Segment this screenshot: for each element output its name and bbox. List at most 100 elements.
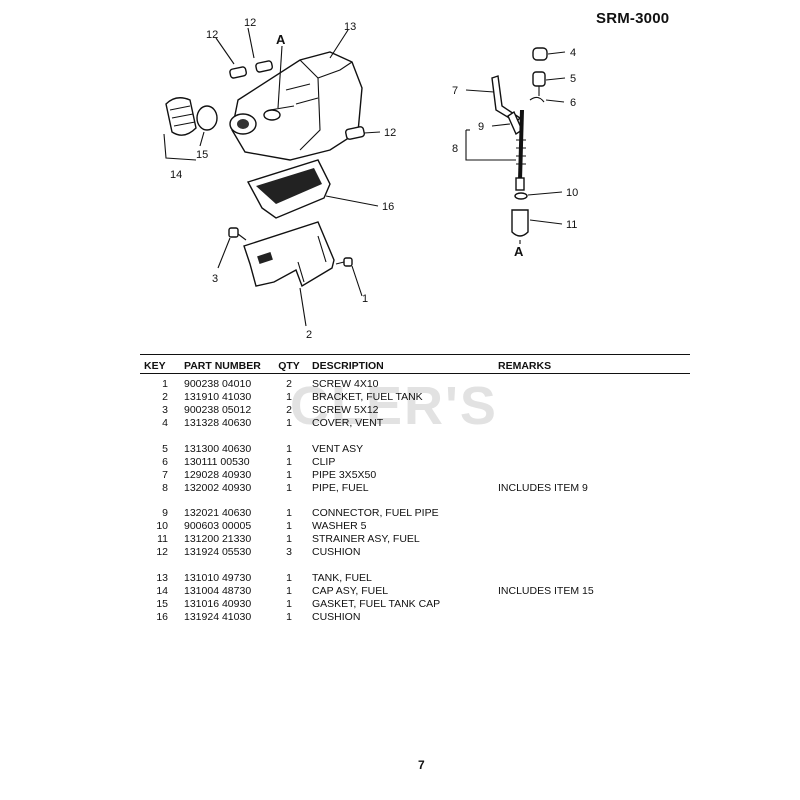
table-top-rule: [140, 354, 690, 355]
row-description: SCREW 5X12: [312, 404, 379, 416]
row-part-number: 130111 00530: [184, 456, 250, 468]
row-qty: 1: [286, 598, 292, 610]
header-remarks: REMARKS: [498, 360, 552, 372]
row-qty: 1: [286, 572, 292, 584]
callout-3: 3: [212, 273, 218, 285]
row-part-number: 900238 04010: [184, 378, 252, 390]
table-row: 12 131924 05530 3 CUSHION: [140, 546, 690, 558]
row-key: 3: [162, 404, 168, 416]
cushion-16: [246, 159, 331, 219]
row-part-number: 131328 40630: [184, 417, 252, 429]
callout-12: 12: [206, 29, 218, 41]
table-header-rule: [140, 373, 690, 374]
row-part-number: 131924 05530: [184, 546, 252, 558]
row-part-number: 131300 40630: [184, 443, 252, 455]
header-part-number: PART NUMBER: [184, 360, 261, 372]
row-key: 4: [162, 417, 168, 429]
row-key: 10: [156, 520, 168, 532]
row-qty: 1: [286, 507, 292, 519]
row-description: VENT ASY: [312, 443, 364, 455]
row-description: BRACKET, FUEL TANK: [312, 391, 423, 403]
row-description: CAP ASY, FUEL: [312, 585, 389, 597]
screw-1: [335, 257, 353, 267]
vent-cover: [532, 47, 548, 61]
fuel-tank: [229, 51, 363, 161]
row-description: CUSHION: [312, 546, 361, 558]
row-qty: 1: [286, 391, 292, 403]
row-part-number: 900238 05012: [184, 404, 252, 416]
table-row: 8 132002 40930 1 PIPE, FUEL INCLUDES ITEM 9: [140, 482, 690, 494]
row-qty: 2: [286, 378, 292, 390]
table-row: 5 131300 40630 1 VENT ASY: [140, 443, 690, 455]
row-description: CUSHION: [312, 611, 361, 623]
page-number: 7: [418, 758, 425, 772]
row-key: 9: [162, 507, 168, 519]
row-remarks: INCLUDES ITEM 15: [498, 585, 594, 597]
row-description: COVER, VENT: [312, 417, 384, 429]
row-key: 14: [156, 585, 168, 597]
row-part-number: 131016 40930: [184, 598, 252, 610]
row-description: PIPE, FUEL: [312, 482, 369, 494]
row-part-number: 132021 40630: [184, 507, 252, 519]
row-qty: 3: [286, 546, 292, 558]
row-key: 6: [162, 456, 168, 468]
callout-7: 7: [452, 85, 458, 97]
row-key: 5: [162, 443, 168, 455]
callout-6: 6: [570, 97, 576, 109]
row-key: 13: [156, 572, 168, 584]
row-qty: 1: [286, 533, 292, 545]
callout-10: 10: [566, 187, 578, 199]
callout-12: 12: [384, 127, 396, 139]
callout-1: 1: [362, 293, 368, 305]
row-part-number: 131924 41030: [184, 611, 252, 623]
callout-5: 5: [570, 73, 576, 85]
table-row: 16 131924 41030 1 CUSHION: [140, 611, 690, 623]
row-key: 12: [156, 546, 168, 558]
callout-4: 4: [570, 47, 576, 59]
row-key: 8: [162, 482, 168, 494]
row-remarks: INCLUDES ITEM 9: [498, 482, 588, 494]
ref-a-label: A: [276, 32, 286, 47]
row-key: 11: [157, 533, 168, 545]
table-header: KEY PART NUMBER QTY DESCRIPTION REMARKS: [140, 360, 690, 372]
row-part-number: 131910 41030: [184, 391, 252, 403]
row-description: PIPE 3X5X50: [312, 469, 377, 481]
row-qty: 1: [286, 443, 292, 455]
parts-diagram: 12 12 12 13 A 15 14 16 3 1 2 4 5 6 7 9 8…: [163, 17, 578, 341]
row-qty: 1: [286, 417, 292, 429]
watermark: CLER'S: [290, 376, 498, 436]
row-qty: 1: [286, 585, 292, 597]
row-part-number: 132002 40930: [184, 482, 252, 494]
row-qty: 1: [286, 482, 292, 494]
callout-15: 15: [196, 149, 208, 161]
callout-11: 11: [566, 219, 577, 231]
row-part-number: 129028 40930: [184, 469, 252, 481]
row-key: 16: [156, 611, 168, 623]
row-key: 15: [156, 598, 168, 610]
screw-3: [228, 227, 247, 241]
callout-13: 13: [344, 21, 356, 33]
row-description: GASKET, FUEL TANK CAP: [312, 598, 441, 610]
cushion-12: [229, 60, 365, 140]
table-row: 9 132021 40630 1 CONNECTOR, FUEL PIPE: [140, 507, 690, 519]
leader-lines-right: [465, 51, 566, 225]
header-qty: QTY: [278, 360, 300, 372]
row-description: WASHER 5: [312, 520, 367, 532]
leader-lines-left: [163, 27, 381, 327]
row-part-number: 131200 21330: [184, 533, 252, 545]
row-description: CONNECTOR, FUEL PIPE: [312, 507, 439, 519]
callout-9: 9: [478, 121, 484, 133]
row-qty: 1: [286, 611, 292, 623]
row-qty: 1: [286, 520, 292, 532]
callout-2: 2: [306, 329, 312, 341]
table-row: 4 131328 40630 1 COVER, VENT: [140, 417, 690, 429]
header-description: DESCRIPTION: [312, 360, 384, 372]
row-description: SCREW 4X10: [312, 378, 379, 390]
